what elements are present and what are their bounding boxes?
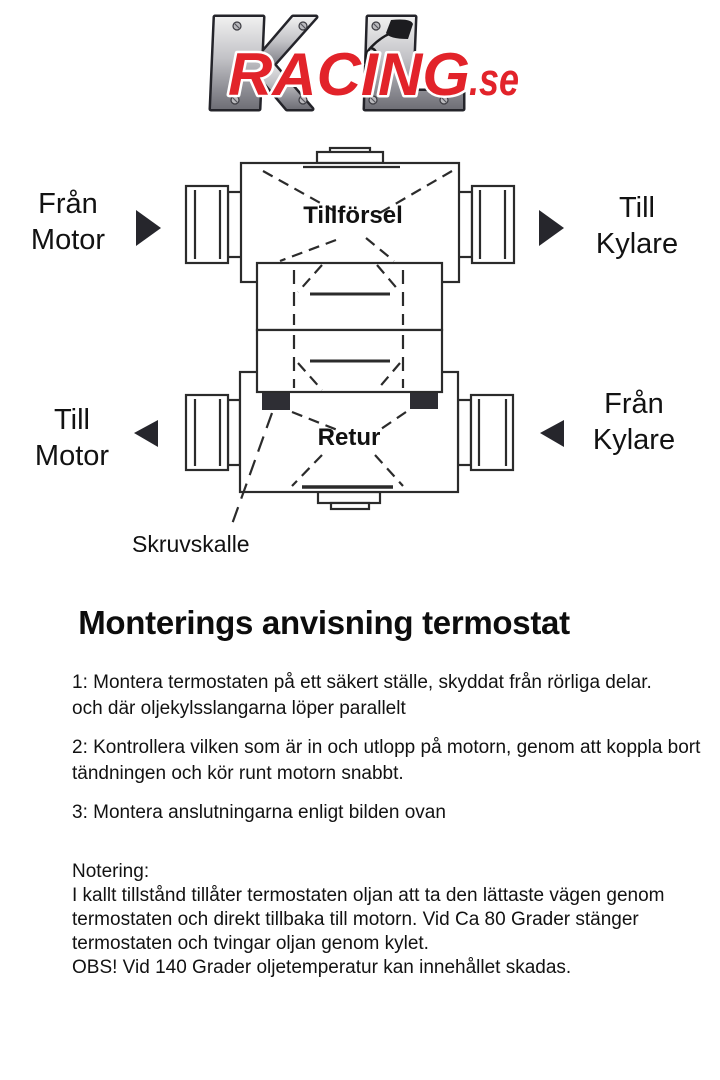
k-letter-leg: [255, 59, 312, 109]
page-title: Monterings anvisning termostat: [78, 604, 570, 641]
note-heading: Notering:: [72, 861, 150, 882]
pipe-collar-top-left: [226, 190, 244, 259]
note-line: termostaten och direkt tillbaka till mot…: [72, 909, 639, 930]
label-line: Kylare: [595, 228, 679, 260]
label-line: Motor: [30, 224, 106, 256]
label-from-motor: Från Motor: [3, 186, 133, 258]
instruction-step-1: 1: Montera termostaten på ett säkert stä…: [72, 670, 702, 722]
step-line: tändningen och kör runt motorn snabbt.: [72, 763, 404, 784]
pipe-fitting-bottom-left: [184, 393, 230, 472]
pipe-collar-top-right: [456, 190, 474, 259]
label-line: Från: [604, 388, 664, 420]
pipe-fitting-top-right: [470, 184, 516, 265]
supply-port-label: Tillförsel: [303, 202, 403, 229]
pipe-collar-bottom-left: [226, 398, 242, 467]
label-line: Från: [38, 188, 98, 220]
instruction-step-2: 2: Kontrollera vilken som är in och utlo…: [72, 735, 702, 787]
top-tab-base: [315, 150, 385, 165]
screw-head-right: [410, 393, 438, 409]
arrow-from-kylare-icon: [540, 420, 564, 447]
step-line: och där oljekylsslangarna löper parallel…: [72, 698, 406, 719]
pipe-fitting-top-left: [184, 184, 230, 265]
label-line: Kylare: [592, 424, 676, 456]
label-line: Till: [54, 404, 90, 436]
kl-racing-logo: RACING .se: [208, 14, 521, 112]
arrow-to-motor-icon: [134, 420, 158, 447]
label-to-kylare: Till Kylare: [572, 190, 702, 262]
se-tld-text: .se: [469, 54, 519, 105]
label-line: Motor: [34, 440, 110, 472]
bottom-tab: [329, 501, 371, 511]
arrow-from-motor-icon: [136, 210, 161, 246]
bottom-tab-base: [316, 490, 382, 505]
instruction-step-3: 3: Montera anslutningarna enligt bilden …: [72, 800, 702, 826]
label-from-kylare: Från Kylare: [569, 386, 699, 458]
callout-line: [229, 412, 274, 528]
label-to-motor: Till Motor: [7, 402, 137, 474]
screw-head-left: [262, 393, 290, 410]
label-line: Till: [619, 192, 655, 224]
l-letter: [365, 17, 463, 109]
flag-icon: [364, 19, 413, 62]
thermostat-diagram: [134, 146, 564, 528]
pipe-collar-bottom-right: [456, 398, 473, 467]
k-letter-arm: [257, 17, 316, 71]
racing-brand-text: RACING: [228, 41, 470, 108]
note-section: Notering: I kallt tillstånd tillåter ter…: [72, 860, 702, 980]
rivet-icons: [230, 21, 449, 105]
screw-head-callout-label: Skruvskalle: [132, 531, 250, 557]
return-port-label: Retur: [317, 424, 381, 451]
k-letter: [211, 17, 263, 109]
note-line: termostaten och tvingar oljan genom kyle…: [72, 933, 429, 954]
note-line: OBS! Vid 140 Grader oljetemperatur kan i…: [72, 957, 572, 978]
step-line: 3: Montera anslutningarna enligt bilden …: [72, 802, 446, 823]
step-line: 1: Montera termostaten på ett säkert stä…: [72, 672, 652, 693]
note-line: I kallt tillstånd tillåter termostaten o…: [72, 885, 665, 906]
arrow-to-kylare-icon: [539, 210, 564, 246]
step-line: 2: Kontrollera vilken som är in och utlo…: [72, 737, 701, 758]
center-block-upper: [255, 261, 444, 332]
